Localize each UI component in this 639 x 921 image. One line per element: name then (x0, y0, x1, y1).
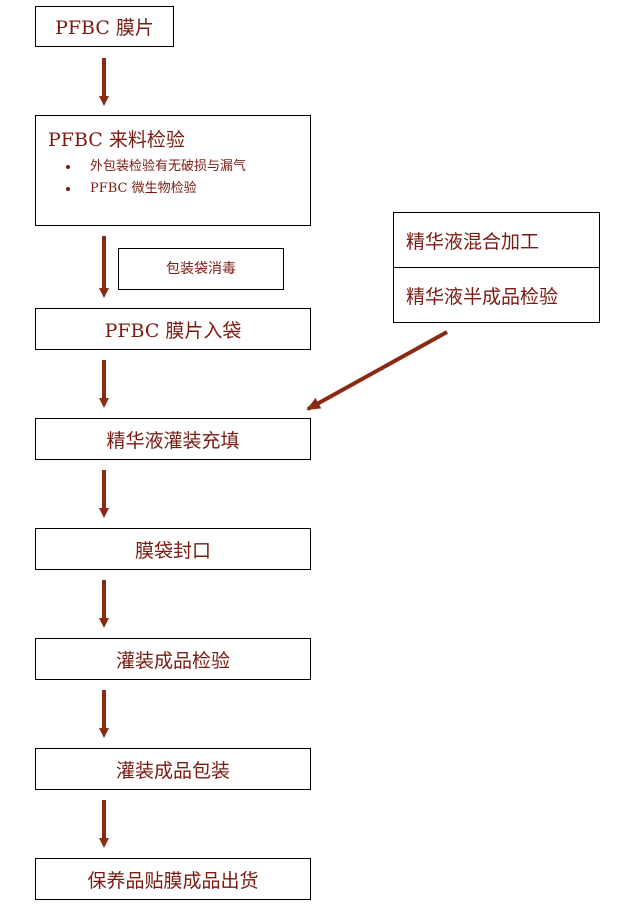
step-shipping: 保养品贴膜成品出货 (35, 858, 311, 900)
step-essence-filling: 精华液灌装充填 (35, 418, 311, 460)
branch-mixing: 精华液混合加工 (393, 212, 600, 268)
step-title: PFBC 来料检验 (48, 129, 185, 151)
step-label: 灌装成品检验 (115, 649, 230, 672)
check-bullet-list: 外包装检验有无破损与漏气 PFBC 微生物检验 (36, 156, 310, 200)
step-film-bagging: PFBC 膜片入袋 (35, 308, 311, 350)
step-label: PFBC 膜片入袋 (104, 319, 242, 342)
step-label: 保养品贴膜成品出货 (87, 869, 259, 892)
step-bag-disinfect: 包装袋消毒 (118, 248, 284, 290)
step-incoming-check: PFBC 来料检验 外包装检验有无破损与漏气 PFBC 微生物检验 (35, 115, 311, 226)
list-item: PFBC 微生物检验 (80, 178, 310, 200)
step-label: 灌装成品包装 (115, 759, 230, 782)
branch-semi-check: 精华液半成品检验 (393, 267, 600, 323)
step-fill-product-check: 灌装成品检验 (35, 638, 311, 680)
step-label: 精华液半成品检验 (406, 285, 559, 308)
step-pfbc-film: PFBC 膜片 (35, 6, 174, 47)
list-item: 外包装检验有无破损与漏气 (80, 156, 310, 178)
step-fill-product-pack: 灌装成品包装 (35, 748, 311, 790)
step-bag-sealing: 膜袋封口 (35, 528, 311, 570)
step-label: 包装袋消毒 (166, 261, 236, 277)
step-label: 膜袋封口 (134, 539, 211, 562)
step-label: 精华液混合加工 (406, 230, 540, 253)
arrow-branch-to-filling (306, 330, 448, 411)
step-label: 精华液灌装充填 (106, 429, 240, 452)
step-label: PFBC 膜片 (55, 17, 154, 39)
